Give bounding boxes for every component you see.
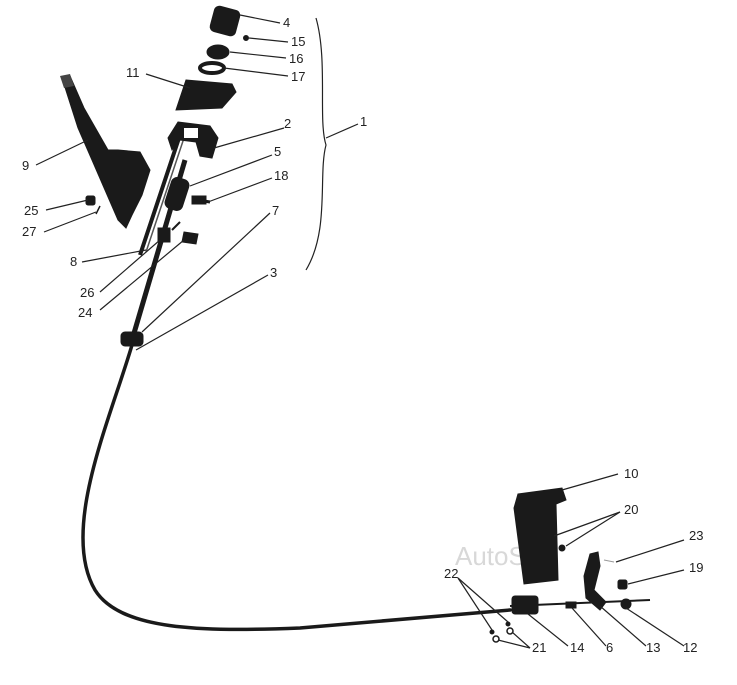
bracket-2 (167, 121, 219, 159)
label-21: 21 (532, 640, 546, 655)
label-10: 10 (624, 466, 638, 481)
label-14: 14 (570, 640, 584, 655)
sleeve-6 (565, 601, 577, 609)
cotter-26 (171, 221, 181, 231)
bracket-arm-edge (145, 131, 187, 253)
fitting-21b (506, 627, 514, 635)
fitting-21a (492, 635, 500, 643)
group-1-brace (305, 17, 327, 271)
cap-4 (209, 5, 241, 37)
fitting-22b (505, 621, 511, 627)
label-15: 15 (291, 34, 305, 49)
label-11: 11 (126, 65, 140, 80)
cotter-27 (95, 205, 101, 215)
washer-17 (198, 61, 226, 75)
bolt-24 (181, 231, 199, 245)
label-13: 13 (646, 640, 660, 655)
bracket-arm (138, 134, 182, 256)
cable (81, 343, 512, 632)
label-16: 16 (289, 51, 303, 66)
spring-23 (603, 559, 615, 563)
leader-lines (35, 14, 685, 649)
label-25: 25 (24, 203, 38, 218)
screw-20a (546, 534, 554, 542)
label-26: 26 (80, 285, 94, 300)
label-22: 22 (444, 566, 458, 581)
label-2: 2 (284, 116, 291, 131)
label-19: 19 (689, 560, 703, 575)
pedal-9 (61, 75, 151, 229)
label-18: 18 (274, 168, 288, 183)
pad-11 (175, 79, 237, 111)
label-3: 3 (270, 265, 277, 280)
fitting-22a (489, 629, 495, 635)
label-1: 1 (360, 114, 367, 129)
pedal-9-top (60, 74, 74, 88)
label-6: 6 (606, 640, 613, 655)
screw-20b (558, 544, 566, 552)
label-17: 17 (291, 69, 305, 84)
clamp-14 (511, 595, 539, 615)
nut-16 (206, 44, 230, 60)
label-20: 20 (624, 502, 638, 517)
label-27: 27 (22, 224, 36, 239)
lever-13 (583, 551, 607, 611)
label-5: 5 (274, 144, 281, 159)
clamp-5 (164, 177, 190, 211)
bracket-2-hole (184, 128, 198, 138)
rod-joint (157, 227, 171, 243)
bracket-10 (513, 487, 567, 585)
label-7: 7 (272, 203, 279, 218)
label-8: 8 (70, 254, 77, 269)
pin-15 (243, 35, 249, 41)
nut-12 (620, 598, 632, 610)
label-9: 9 (22, 158, 29, 173)
bolt-19 (617, 579, 628, 590)
sleeve-7 (120, 331, 144, 347)
label-24: 24 (78, 305, 92, 320)
label-12: 12 (683, 640, 697, 655)
label-4: 4 (283, 15, 290, 30)
label-23: 23 (689, 528, 703, 543)
